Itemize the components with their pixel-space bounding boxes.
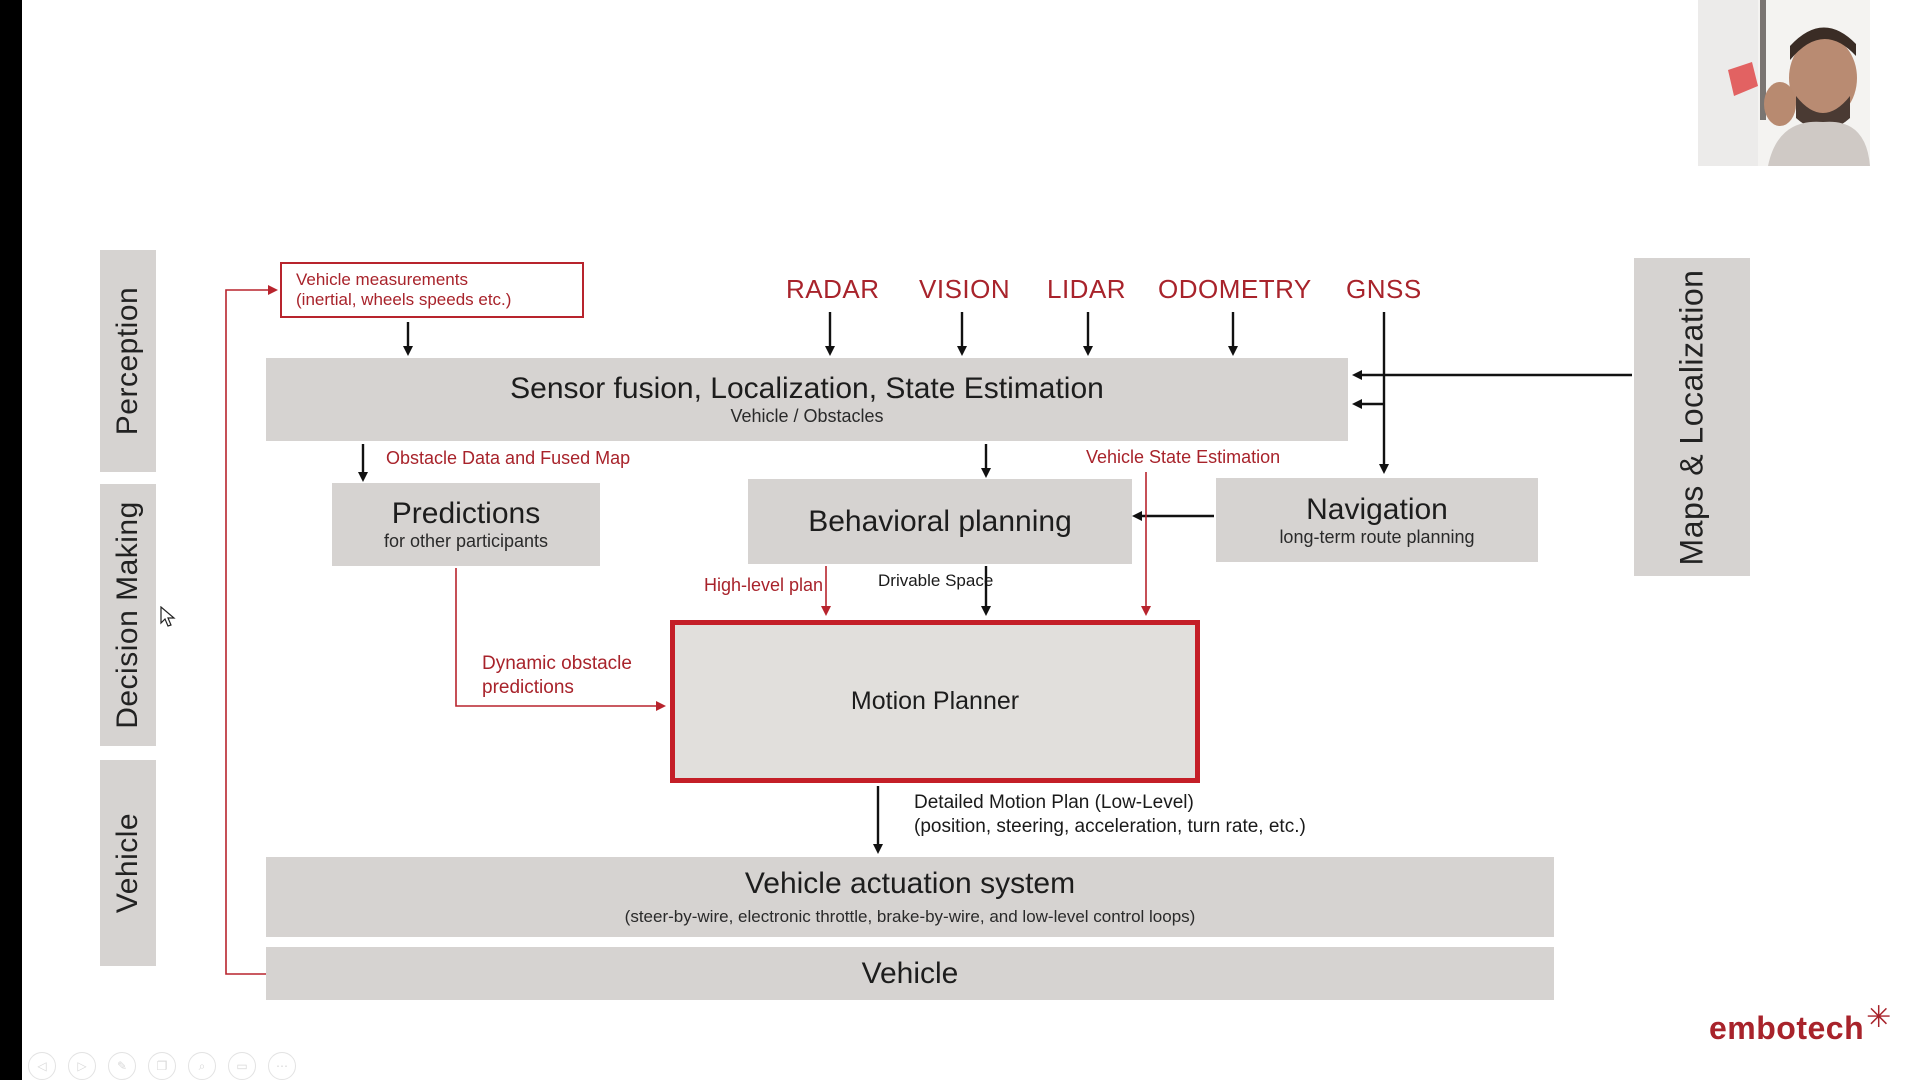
vehicle-box: Vehicle: [266, 947, 1554, 1000]
actuation-title: Vehicle actuation system: [744, 867, 1076, 900]
sensor-odometry: ODOMETRY: [1158, 274, 1312, 304]
dynamic-obstacle-label-1: Dynamic obstacle: [482, 653, 632, 674]
vehicle-label-bar: Vehicle: [100, 760, 156, 966]
embotech-logo: embotech✳: [1709, 1001, 1892, 1046]
vehicle-title: Vehicle: [861, 956, 959, 990]
motion-planner-box: Motion Planner: [670, 620, 1200, 783]
pen-icon[interactable]: ✎: [108, 1052, 136, 1080]
vehicle-measurements-box: Vehicle measurements (inertial, wheels s…: [280, 262, 584, 318]
high-level-plan-label: High-level plan: [704, 575, 824, 595]
presenter-webcam: [1698, 0, 1870, 166]
navigation-box: Navigation long-term route planning: [1216, 478, 1538, 562]
sensor-radar: RADAR: [786, 274, 880, 304]
navigation-title: Navigation: [1306, 492, 1448, 526]
slide-canvas: Perception Decision Making Vehicle Maps …: [22, 0, 1920, 1080]
vehicle-measurements-line1: Vehicle measurements: [296, 270, 468, 289]
perception-label-bar: Perception: [100, 250, 156, 472]
copy-icon[interactable]: ❐: [148, 1052, 176, 1080]
predictions-title: Predictions: [391, 497, 541, 530]
vehicle-measurements-line2: (inertial, wheels speeds etc.): [296, 290, 512, 309]
zoom-icon[interactable]: ⌕: [188, 1052, 216, 1080]
behavioral-planning-title: Behavioral planning: [808, 504, 1072, 538]
presentation-toolbar: ◁ ▷ ✎ ❐ ⌕ ▭ ⋯: [28, 1052, 296, 1080]
maps-localization-label-bar: Maps & Localization: [1634, 258, 1750, 576]
predictions-box: Predictions for other participants: [332, 483, 600, 566]
detailed-plan-label-2: (position, steering, acceleration, turn …: [914, 816, 1306, 837]
sensor-vision: VISION: [919, 274, 1011, 304]
dynamic-obstacle-label-2: predictions: [482, 677, 574, 698]
sensor-fusion-title: Sensor fusion, Localization, State Estim…: [510, 372, 1104, 405]
mouse-cursor-icon: [160, 606, 176, 627]
motion-planner-title: Motion Planner: [850, 687, 1020, 715]
more-icon[interactable]: ⋯: [268, 1052, 296, 1080]
decision-making-label-bar: Decision Making: [100, 484, 156, 746]
predictions-subtitle: for other participants: [383, 531, 549, 551]
drivable-space-label: Drivable Space: [878, 571, 994, 590]
sensor-fusion-subtitle: Vehicle / Obstacles: [730, 406, 884, 426]
sensor-fusion-box: Sensor fusion, Localization, State Estim…: [266, 358, 1348, 441]
actuation-subtitle: (steer-by-wire, electronic throttle, bra…: [624, 907, 1196, 926]
sensor-gnss: GNSS: [1346, 274, 1422, 304]
detailed-plan-label-1: Detailed Motion Plan (Low-Level): [914, 792, 1194, 813]
vehicle-state-label: Vehicle State Estimation: [1086, 447, 1281, 467]
navigation-subtitle: long-term route planning: [1279, 526, 1475, 547]
sensor-lidar: LIDAR: [1047, 274, 1127, 304]
presenter-avatar: [1698, 0, 1870, 166]
left-black-strip: [0, 0, 22, 1080]
screen-icon[interactable]: ▭: [228, 1052, 256, 1080]
feedback-loop-line: [225, 285, 278, 975]
prev-icon[interactable]: ◁: [28, 1052, 56, 1080]
predictions-to-planner-arrow: [455, 568, 666, 711]
embotech-logo-text: embotech: [1709, 1010, 1865, 1046]
obstacle-data-label: Obstacle Data and Fused Map: [386, 448, 631, 468]
actuation-system-box: Vehicle actuation system (steer-by-wire,…: [266, 857, 1554, 937]
next-icon[interactable]: ▷: [68, 1052, 96, 1080]
behavioral-planning-box: Behavioral planning: [748, 479, 1132, 564]
